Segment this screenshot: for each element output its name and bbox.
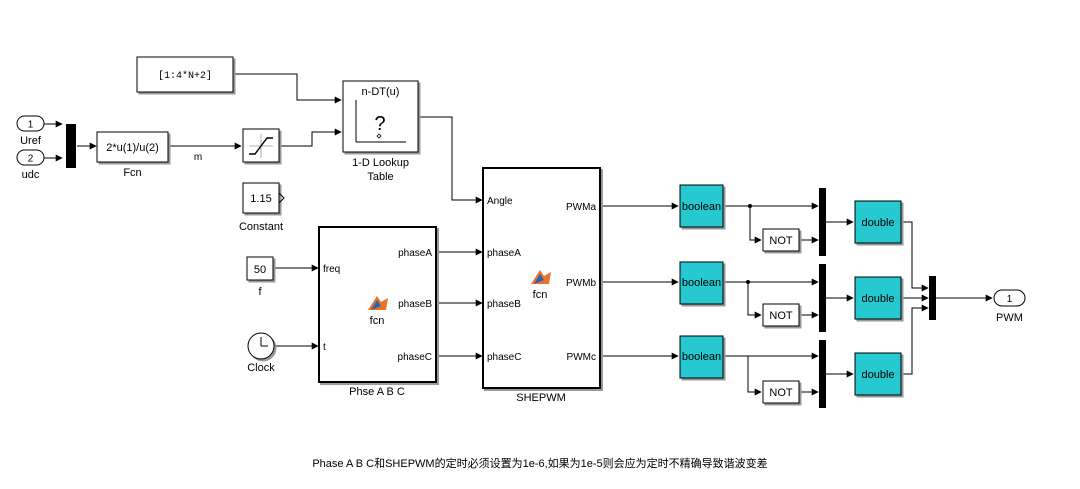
constant-block[interactable]: 1.15 Constant (239, 182, 285, 233)
lookup-label-line2: Table (367, 171, 393, 183)
inport-udc-number: 2 (28, 154, 34, 165)
fcn-expression: 2*u(1)/u(2) (106, 142, 159, 154)
lookup-header: n-DT(u) (362, 86, 400, 98)
saturation-icon (249, 134, 273, 158)
fcn-label: Fcn (123, 167, 141, 179)
saturation-block[interactable] (242, 128, 280, 163)
wire-lookup-to-angle (418, 116, 483, 204)
outport-pwm-number: 1 (1007, 294, 1013, 305)
phase-output-a: phaseA (398, 248, 432, 259)
shepwm-output-pwmc: PWMc (567, 352, 596, 363)
not-gate-a[interactable]: NOT (762, 228, 800, 252)
double-a-label: double (861, 217, 894, 229)
phase-input-t: t (323, 342, 326, 353)
phase-abc-label: Phse A B C (349, 386, 405, 398)
mux-b[interactable] (819, 264, 826, 332)
shepwm-input-phasea: phaseA (487, 248, 521, 259)
mux-inputs[interactable] (66, 124, 76, 168)
wire-bool-b-to-not (747, 282, 762, 319)
branch-point-b (746, 280, 750, 284)
shepwm-output-pwmb: PWMb (566, 278, 596, 289)
phase-input-freq: freq (323, 264, 340, 275)
boolean-b-label: boolean (682, 277, 721, 289)
frequency-label: f (258, 286, 262, 298)
signal-label-m: m (194, 152, 202, 163)
branch-point-a (748, 204, 752, 208)
shepwm-label: SHEPWM (516, 392, 566, 404)
shepwm-input-angle: Angle (487, 196, 513, 207)
outport-pwm-label: PWM (996, 312, 1023, 324)
shepwm-input-phasec: phaseC (487, 352, 521, 363)
lookup-symbol: ? (374, 113, 385, 135)
boolean-convert-a[interactable]: boolean (679, 184, 724, 228)
phase-fcn-label: fcn (370, 315, 385, 327)
fcn-block[interactable]: 2*u(1)/u(2) Fcn (96, 131, 169, 179)
double-convert-b[interactable]: double (854, 276, 902, 320)
not-gate-b[interactable]: NOT (762, 303, 800, 327)
mux-c[interactable] (819, 340, 826, 408)
double-convert-c[interactable]: double (854, 352, 902, 396)
frequency-value: 50 (254, 264, 266, 276)
constant-label: Constant (239, 221, 283, 233)
boolean-a-label: boolean (682, 201, 721, 213)
matlab-function-icon (368, 296, 388, 310)
wire-bool-a-to-not (749, 206, 762, 244)
wire-double-a-to-mux (901, 221, 929, 292)
phase-output-b: phaseB (398, 299, 432, 310)
clock-label: Clock (247, 362, 275, 374)
boolean-convert-b[interactable]: boolean (679, 261, 724, 305)
double-convert-a[interactable]: double (854, 200, 902, 244)
double-c-label: double (861, 369, 894, 381)
vector-constant-block[interactable]: [1:4*N+2] (136, 56, 234, 93)
vector-constant-value: [1:4*N+2] (158, 70, 212, 82)
boolean-convert-c[interactable]: boolean (679, 335, 724, 379)
not-a-label: NOT (769, 235, 793, 247)
double-b-label: double (861, 293, 894, 305)
not-c-label: NOT (769, 387, 793, 399)
phase-abc-block[interactable]: freq t phaseA phaseB phaseC fcn Phse A B… (318, 226, 437, 398)
boolean-c-label: boolean (682, 351, 721, 363)
matlab-function-icon (531, 270, 551, 284)
wire-bool-c-to-not (747, 356, 762, 396)
inport-udc-label: udc (22, 169, 40, 181)
diagram-caption: Phase A B C和SHEPWM的定时必须设置为1e-6,如果为1e-5则会… (312, 458, 768, 470)
frequency-constant-block[interactable]: 50 f (246, 256, 274, 298)
shepwm-output-pwma: PWMa (566, 202, 596, 213)
not-gate-c[interactable]: NOT (762, 380, 800, 404)
outport-pwm[interactable]: 1 PWM (993, 289, 1026, 324)
shepwm-fcn-label: fcn (533, 289, 548, 301)
clock-block[interactable]: Clock (247, 332, 275, 374)
inport-uref-label: Uref (20, 135, 42, 147)
lookup-table-block[interactable]: n-DT(u) ? 1-D Lookup Table (342, 80, 419, 183)
mux-a[interactable] (819, 188, 826, 256)
inport-uref-number: 1 (28, 120, 34, 131)
mux-output[interactable] (929, 276, 936, 320)
wire-vector-to-lookup (233, 73, 342, 104)
shepwm-input-phaseb: phaseB (487, 299, 521, 310)
inport-uref[interactable]: 1 Uref (16, 115, 45, 147)
lookup-table-icon: ? (355, 100, 406, 143)
inport-udc[interactable]: 2 udc (16, 149, 45, 181)
wire-double-c-to-mux (901, 304, 929, 375)
not-b-label: NOT (769, 310, 793, 322)
wire-saturation-to-lookup (280, 128, 342, 147)
constant-value: 1.15 (250, 193, 271, 205)
shepwm-block[interactable]: Angle phaseA phaseB phaseC PWMa PWMb PWM… (482, 167, 601, 404)
lookup-label-line1: 1-D Lookup (352, 157, 409, 169)
clock-icon (260, 337, 268, 347)
phase-output-c: phaseC (398, 352, 432, 363)
signal-lines (44, 73, 993, 396)
